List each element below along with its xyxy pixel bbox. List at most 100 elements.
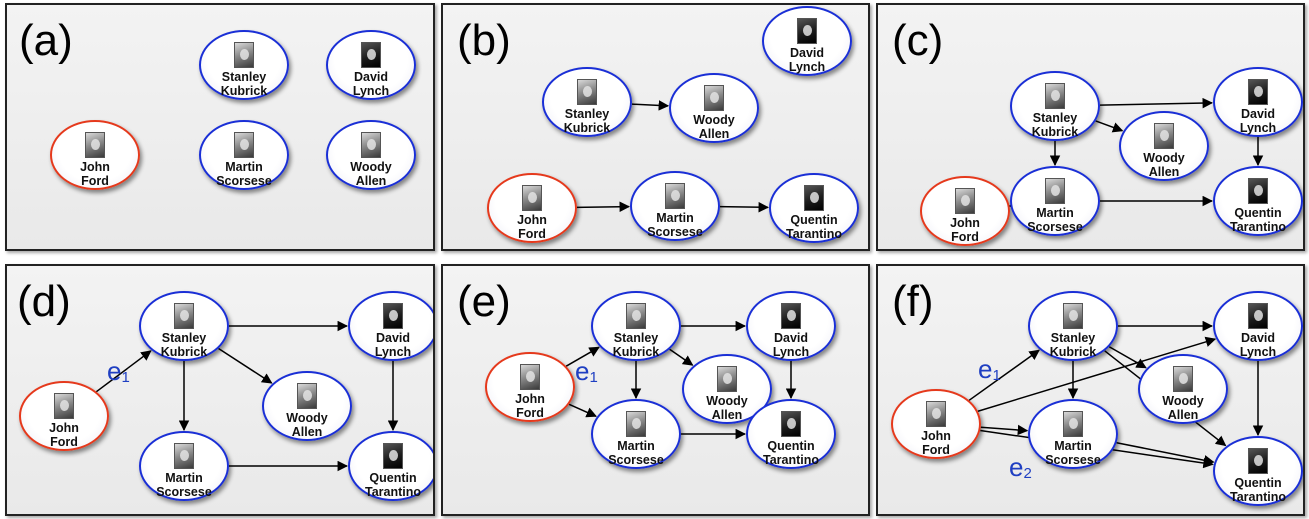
last-name: Kubrick: [220, 84, 268, 98]
last-name: Lynch: [1239, 121, 1277, 135]
last-name: Scorsese: [608, 453, 664, 467]
panel-label: (b): [457, 16, 511, 65]
last-name: Ford: [951, 230, 979, 244]
portrait-photo: [926, 401, 946, 427]
portrait-photo: [804, 185, 824, 211]
last-name: Allen: [1167, 408, 1199, 422]
portrait-photo: [234, 42, 254, 68]
portrait-photo: [797, 18, 817, 44]
panel-label: (c): [892, 16, 944, 65]
portrait-photo: [1173, 366, 1193, 392]
first-name: John: [80, 160, 110, 174]
last-name: Tarantino: [785, 227, 843, 241]
portrait-photo: [1248, 303, 1268, 329]
last-name: Allen: [1148, 165, 1180, 179]
first-name: Quentin: [767, 439, 815, 453]
edge-jf-ms: [576, 201, 631, 213]
first-name: Quentin: [1234, 206, 1282, 220]
edge-jf-dl: [977, 336, 1217, 412]
last-name: Lynch: [1239, 345, 1277, 359]
panel-label: (e): [457, 277, 511, 326]
last-name: Tarantino: [762, 453, 820, 467]
first-name: Martin: [1054, 439, 1092, 453]
first-name: Martin: [1036, 206, 1074, 220]
last-name: Kubrick: [1049, 345, 1097, 359]
last-name: Allen: [291, 425, 323, 439]
first-name: Woody: [286, 411, 328, 425]
last-name: Tarantino: [1229, 490, 1287, 504]
edge-sk-wa: [631, 100, 670, 111]
portrait-photo: [1045, 83, 1065, 109]
edges-layer: [1008, 97, 1264, 211]
last-name: Tarantino: [1229, 220, 1287, 234]
last-name: Lynch: [352, 84, 390, 98]
edge-jf-ms: [568, 403, 597, 418]
last-name: Allen: [698, 127, 730, 141]
portrait-photo: [1154, 123, 1174, 149]
last-name: Scorsese: [1045, 453, 1101, 467]
last-name: Kubrick: [1031, 125, 1079, 139]
last-name: Allen: [711, 408, 743, 422]
portrait-photo: [781, 303, 801, 329]
first-name: David: [1240, 331, 1276, 345]
last-name: Kubrick: [160, 345, 208, 359]
edge-sk-dl: [1099, 97, 1214, 109]
first-name: Martin: [165, 471, 203, 485]
portrait-photo: [955, 188, 975, 214]
portrait-photo: [704, 85, 724, 111]
edge-jf-ms: [980, 424, 1029, 436]
edge-jf-sk: [565, 346, 600, 367]
portrait-photo: [174, 443, 194, 469]
first-name: Quentin: [1234, 476, 1282, 490]
first-name: John: [517, 213, 547, 227]
last-name: Kubrick: [612, 345, 660, 359]
edge-jf-sk: [968, 349, 1040, 401]
edges-layer: [95, 320, 399, 472]
edges-layer: [565, 320, 797, 440]
edge-label-e1: e1: [575, 356, 598, 386]
last-name: Scorsese: [156, 485, 212, 499]
last-name: Scorsese: [647, 225, 703, 239]
portrait-photo: [234, 132, 254, 158]
portrait-photo: [520, 364, 540, 390]
portrait-photo: [383, 443, 403, 469]
portrait-photo: [1045, 178, 1065, 204]
